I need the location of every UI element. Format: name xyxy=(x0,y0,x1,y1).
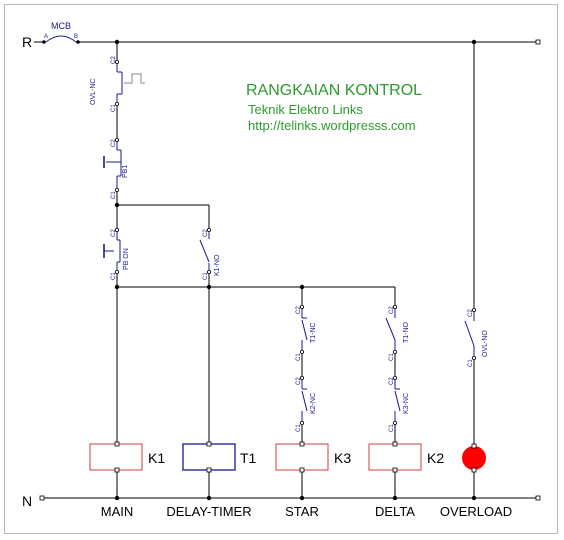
t1-no-pin-c1: C1 xyxy=(389,353,395,361)
ovl-no-pin-c2: C2 xyxy=(468,309,474,317)
label-main: MAIN xyxy=(101,504,134,519)
mcb-pin-b: B xyxy=(74,34,78,40)
delta-branch xyxy=(385,287,401,444)
coil-k3 xyxy=(275,441,329,501)
pb1-pin-c2: C2 xyxy=(111,139,117,147)
pb-on-pin-c1: C1 xyxy=(111,272,117,280)
ovl-no-label: OVL-NO xyxy=(482,330,489,357)
pb-on-pin-c2: C2 xyxy=(111,229,117,237)
pb1-label: PB1 xyxy=(122,165,129,178)
label-overload: OVERLOAD xyxy=(440,504,512,519)
label-delay-timer: DELAY-TIMER xyxy=(166,504,251,519)
mcb-breaker: MCB A B xyxy=(42,21,80,44)
pb1-pin-c1: C1 xyxy=(111,191,117,199)
star-branch xyxy=(299,284,308,444)
mcb-pin-a: A xyxy=(44,34,48,40)
k3-nc-pin-c1: C1 xyxy=(389,424,395,432)
t1-nc-pin-c1: C1 xyxy=(296,353,302,361)
k1-no-branch xyxy=(117,204,212,444)
ovl-nc-contact xyxy=(115,60,145,107)
coil-t1-label: T1 xyxy=(240,450,257,466)
coil-k2-label: K2 xyxy=(427,450,444,466)
mcb-label: MCB xyxy=(51,21,71,31)
ovl-nc-pin-c2: C2 xyxy=(111,56,117,64)
k3-nc-pin-c2: C2 xyxy=(389,377,395,385)
coil-k1 xyxy=(89,441,143,501)
k1-no-pin-c1: C1 xyxy=(203,272,209,280)
t1-no-label: T1-NO xyxy=(403,321,410,343)
diagram-subtitle: Teknik Elektro Links xyxy=(248,102,363,117)
k1-no-label: K1-NO xyxy=(214,254,221,276)
k2-nc-pin-c1: C1 xyxy=(296,424,302,432)
coil-k1-label: K1 xyxy=(148,450,165,466)
k1-no-pin-c2: C2 xyxy=(203,229,209,237)
t1-nc-label: T1-NC xyxy=(310,322,317,343)
rail-n-label: N xyxy=(22,493,32,509)
k3-nc-label: K3-NC xyxy=(403,393,410,414)
ovl-no-pin-c1: C1 xyxy=(468,359,474,367)
label-star: STAR xyxy=(285,504,319,519)
t1-nc-pin-c2: C2 xyxy=(296,306,302,314)
pb-on-label: PB ON xyxy=(123,248,130,270)
coil-k3-label: K3 xyxy=(334,450,351,466)
top-rail xyxy=(34,39,541,45)
k2-nc-pin-c2: C2 xyxy=(296,377,302,385)
pb-on-button xyxy=(103,227,121,274)
ovl-nc-label: OVL-NC xyxy=(90,79,97,105)
bottom-rail xyxy=(39,495,541,501)
main-branch: OVL-NC C2 C1 PB1 C2 C1 xyxy=(90,39,145,444)
pb1-button xyxy=(103,137,122,192)
diagram-url: http://telinks.wordpresss.com xyxy=(248,118,416,133)
coil-k2 xyxy=(368,441,422,501)
label-delta: DELTA xyxy=(375,504,415,519)
overload-branch xyxy=(464,39,477,498)
coil-t1 xyxy=(182,441,236,501)
t1-no-pin-c2: C2 xyxy=(389,306,395,314)
overload-lamp xyxy=(462,443,486,501)
rail-r-label: R xyxy=(22,34,32,50)
ovl-nc-pin-c1: C1 xyxy=(111,104,117,112)
k2-nc-label: K2-NC xyxy=(310,393,317,414)
diagram-title: RANGKAIAN KONTROL xyxy=(246,82,422,99)
